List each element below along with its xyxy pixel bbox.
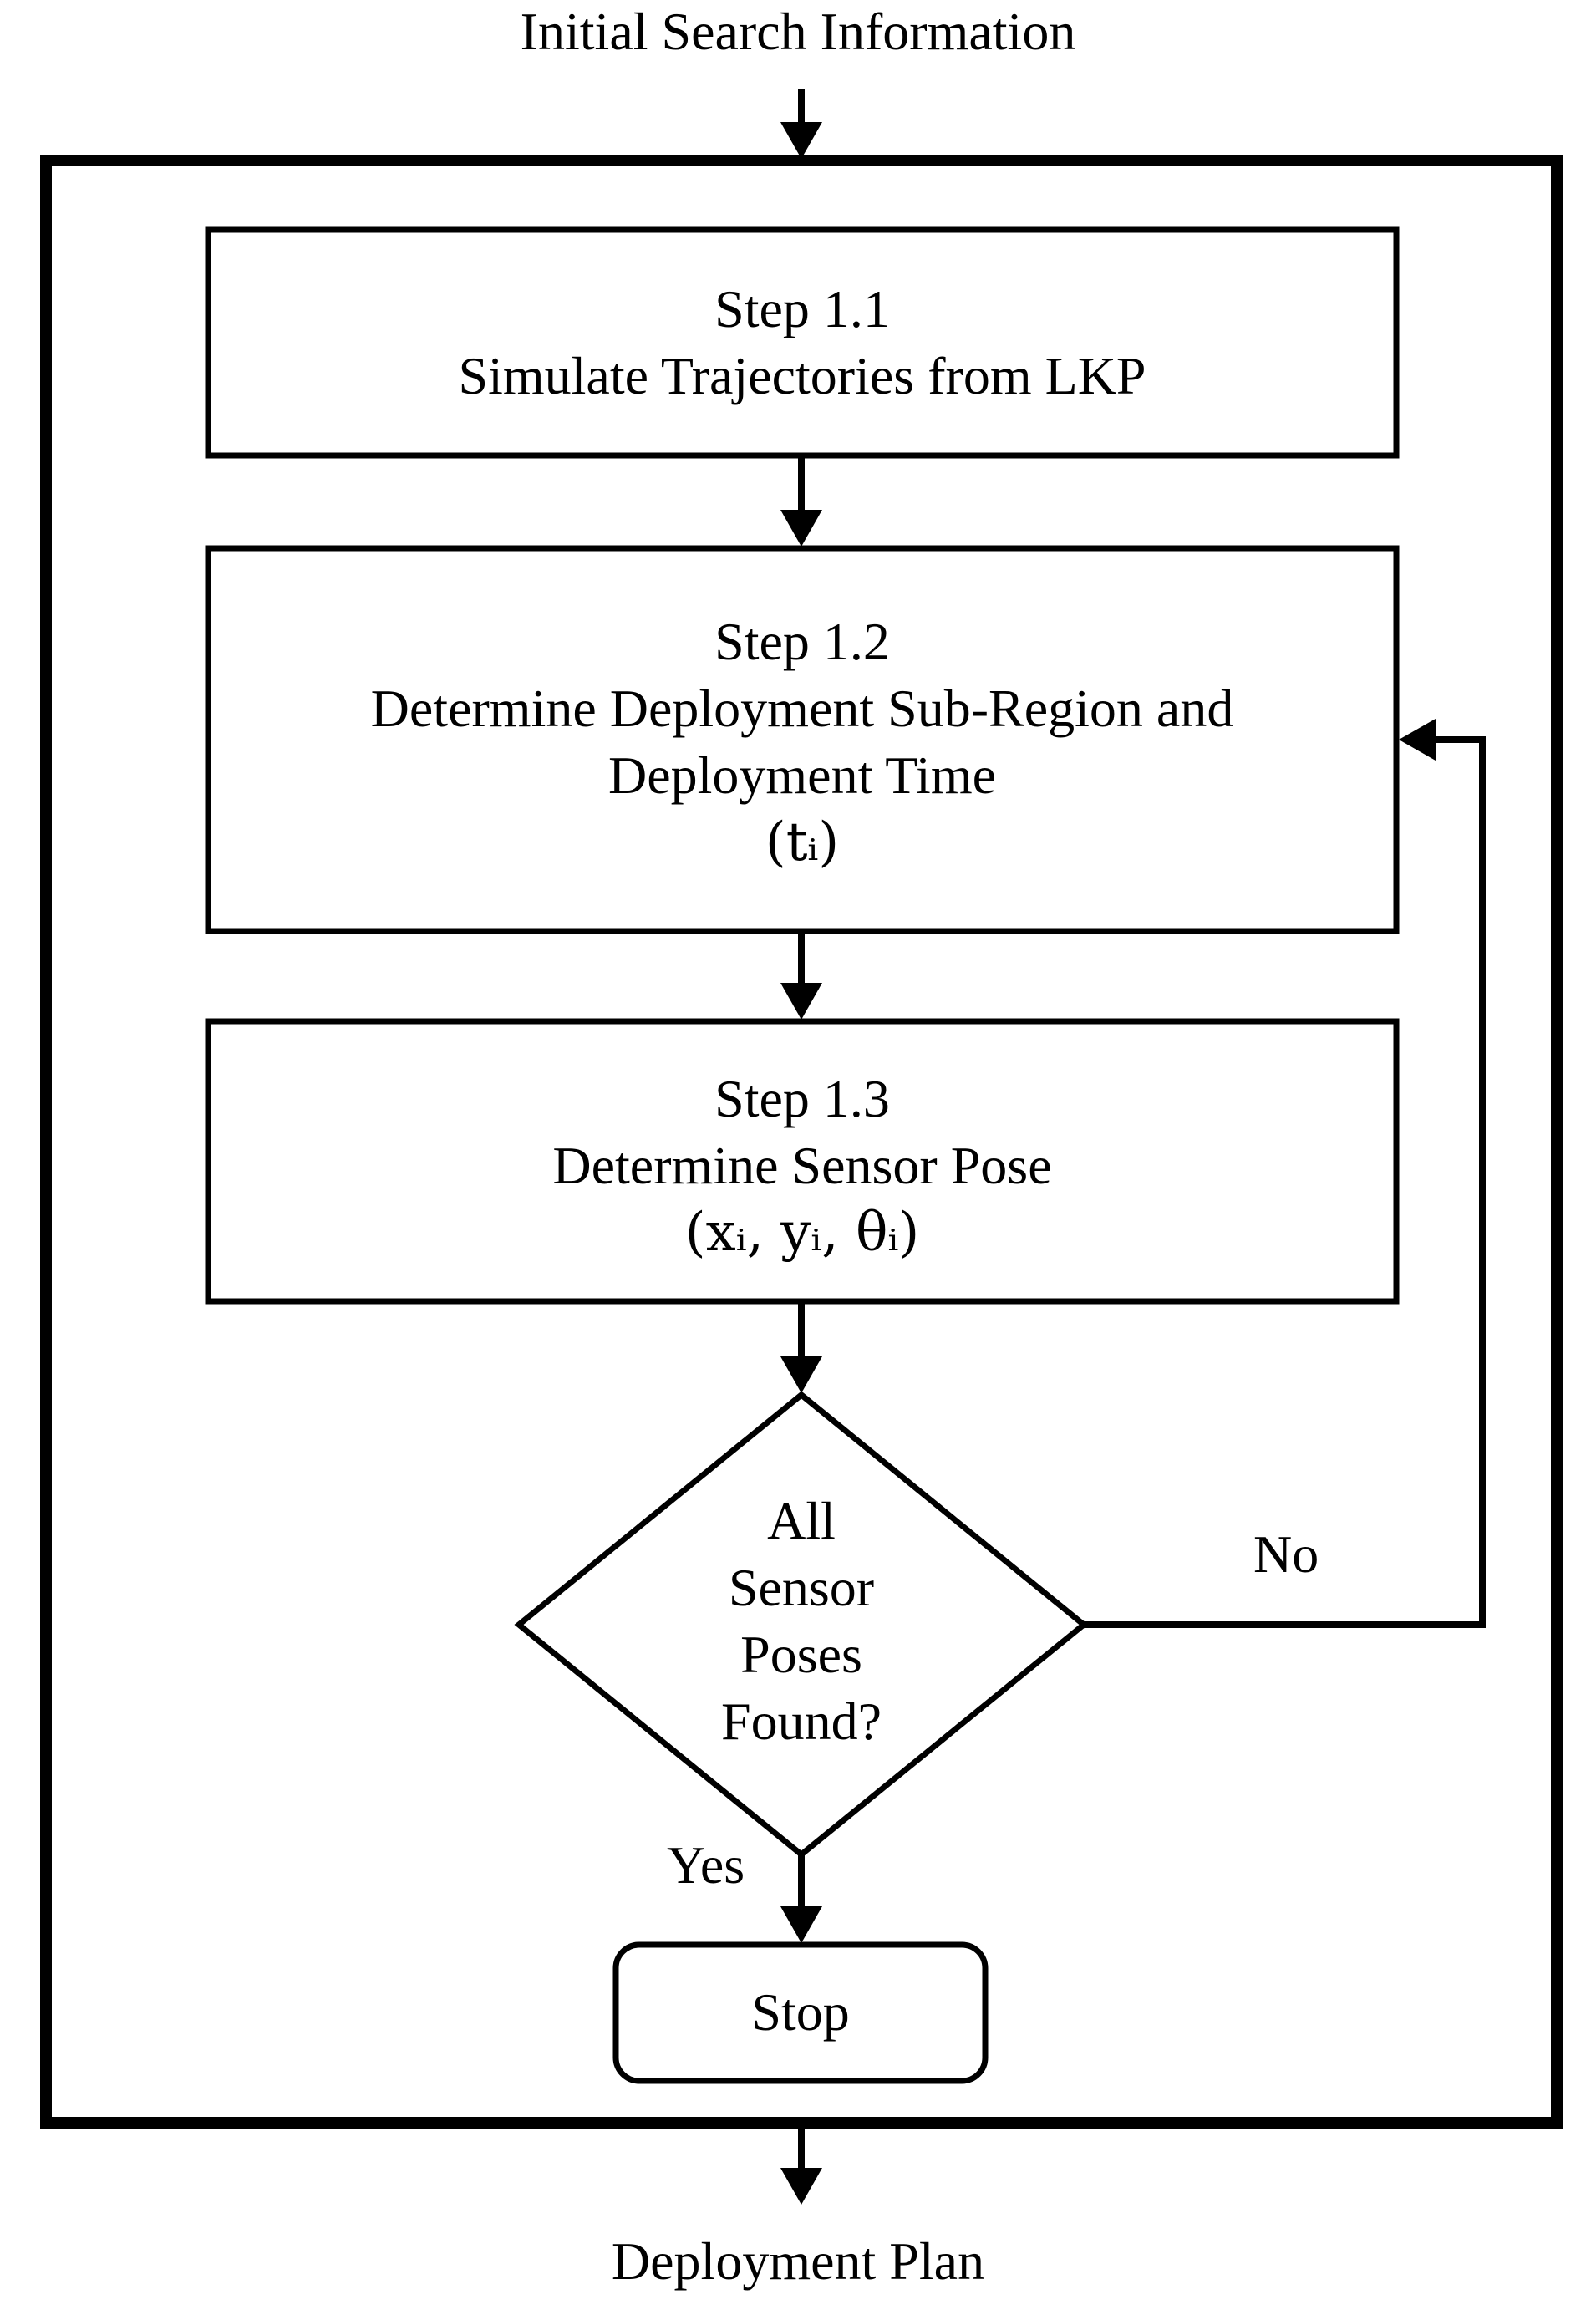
arrowhead-step-1-3 — [780, 983, 822, 1020]
step-1-3-line-2: (xᵢ, yᵢ, θᵢ) — [684, 1202, 920, 1264]
arrowhead-stop — [780, 1906, 822, 1943]
step-1-1-line-1: Simulate Trajectories from LKP — [458, 346, 1146, 405]
arrowhead-output — [780, 2168, 822, 2205]
step-1-1-title: Step 1.1 — [714, 279, 890, 338]
decision-line-4: Found? — [721, 1692, 882, 1751]
arrowhead-decision — [780, 1356, 822, 1393]
arrowheads — [780, 122, 1436, 2205]
stop-terminal — [612, 1941, 989, 2084]
step-1-3-text: Step 1.3 Determine Sensor Pose (xᵢ, yᵢ, … — [208, 1066, 1396, 1266]
step-1-2-line-3: (tᵢ) — [765, 811, 840, 873]
branch-yes-label: Yes — [667, 1835, 745, 1895]
input-label: Initial Search Information — [520, 2, 1076, 61]
decision-line-1: All — [767, 1491, 836, 1550]
no-loop-line — [1084, 736, 1486, 1628]
decision-line-3: Poses — [740, 1625, 862, 1684]
step-1-3-title: Step 1.3 — [714, 1069, 890, 1128]
arrowhead-input — [780, 122, 822, 159]
step-1-2-line-1: Determine Deployment Sub-Region and — [370, 679, 1234, 738]
step-1-1-text: Step 1.1 Simulate Trajectories from LKP — [208, 276, 1396, 410]
step-1-2-text: Step 1.2 Determine Deployment Sub-Region… — [208, 608, 1396, 876]
step-1-3-line-1: Determine Sensor Pose — [552, 1136, 1052, 1195]
branch-no-label: No — [1253, 1524, 1319, 1584]
arrowhead-step-1-2 — [780, 510, 822, 547]
decision-text: All Sensor Poses Found? — [634, 1488, 968, 1755]
connectors — [798, 89, 1486, 2171]
stop-label: Stop — [751, 1982, 850, 2042]
output-label: Deployment Plan — [611, 2231, 985, 2291]
arrowhead-no-loop — [1399, 719, 1436, 761]
step-1-2-line-2: Deployment Time — [607, 745, 997, 805]
step-1-2-title: Step 1.2 — [714, 612, 890, 671]
decision-line-2: Sensor — [728, 1558, 875, 1617]
